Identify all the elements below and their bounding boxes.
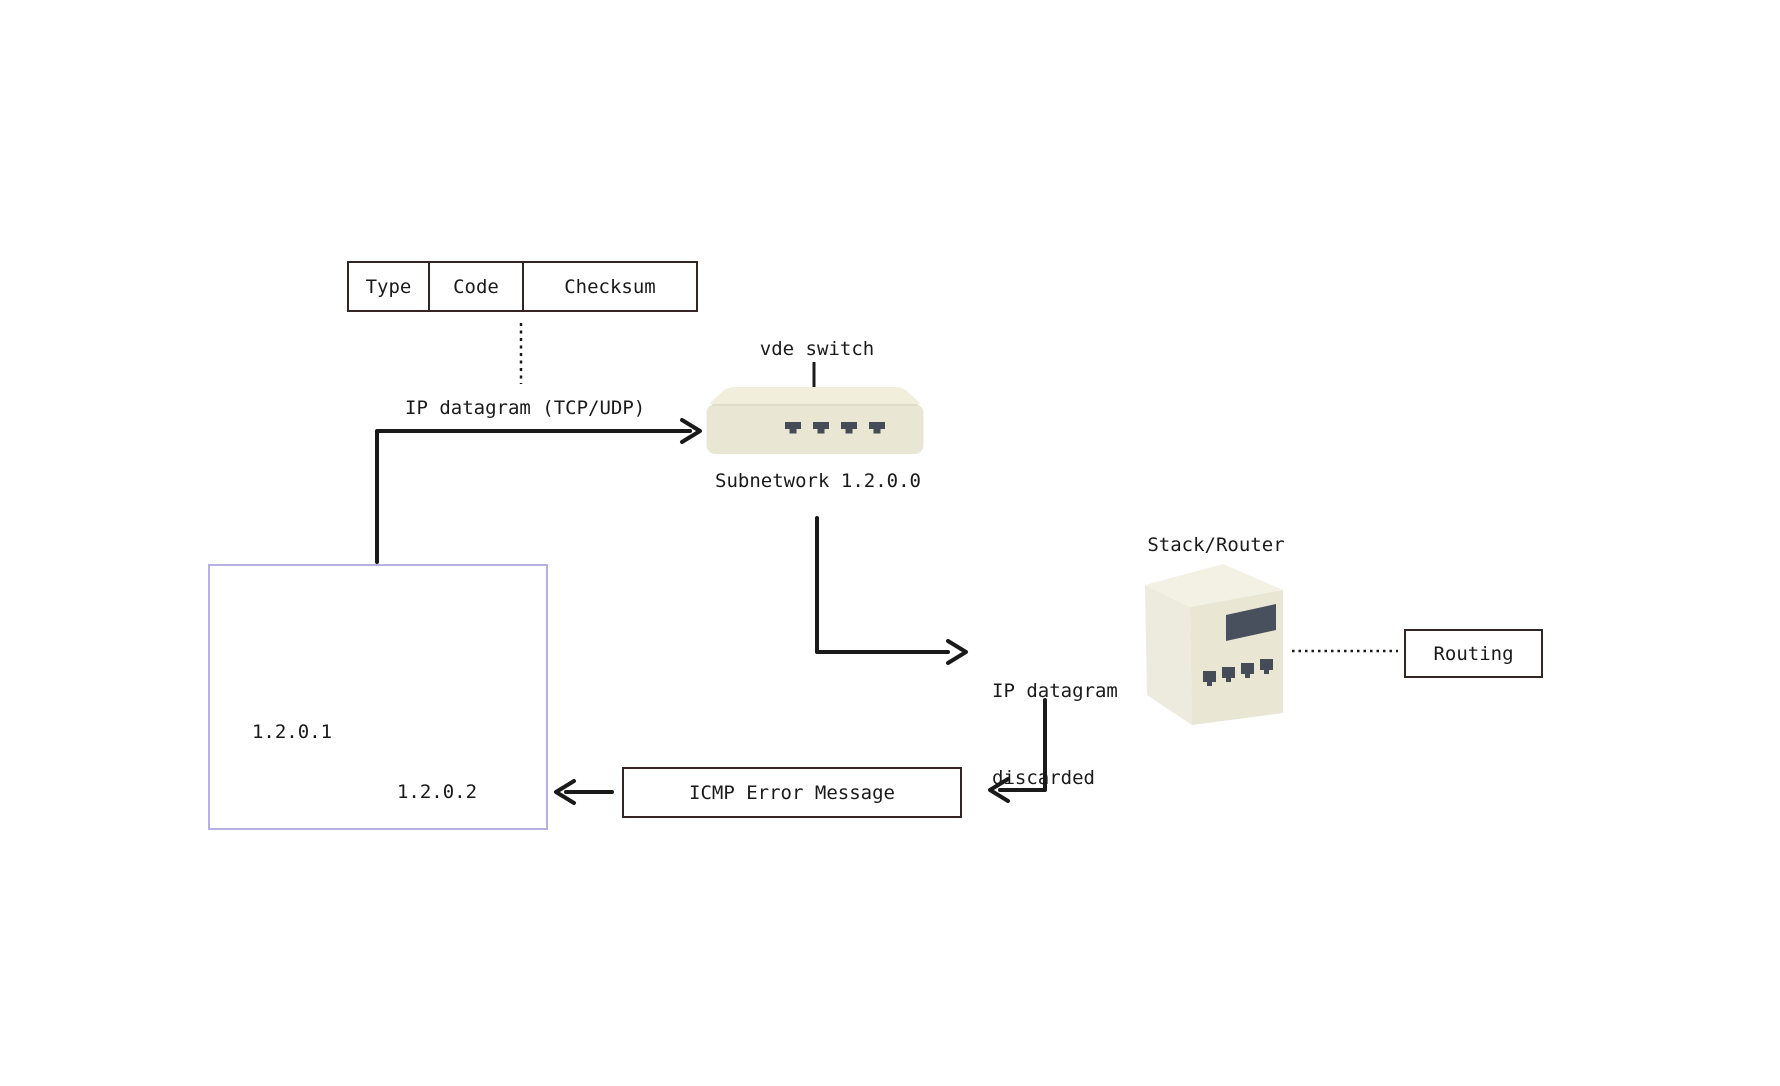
host-2-ip-label: 1.2.0.2 <box>396 781 478 803</box>
stack-router-icon <box>1145 564 1283 725</box>
arrow-icmp-to-hosts <box>554 779 614 805</box>
routing-box: Routing <box>1404 629 1543 678</box>
subnetwork-hosts-group-box <box>208 564 548 830</box>
ip-datagram-discarded-label: IP datagram discarded <box>992 619 1118 851</box>
routing-label: Routing <box>1433 642 1514 665</box>
ip-datagram-discarded-line1: IP datagram <box>992 680 1118 702</box>
arrow-hosts-to-switch <box>375 418 702 564</box>
ip-datagram-discarded-line2: discarded <box>992 767 1095 789</box>
subnetwork-label: Subnetwork 1.2.0.0 <box>715 470 921 492</box>
ip-datagram-label: IP datagram (TCP/UDP) <box>405 397 646 419</box>
vde-switch-icon <box>706 387 924 454</box>
icmp-header-table: Type Code Checksum <box>347 261 698 312</box>
arrowhead-right-icon <box>946 639 968 665</box>
stack-router-label: Stack/Router <box>1147 534 1285 556</box>
arrow-discarded-to-icmp <box>988 698 1047 803</box>
arrow-switch-to-discarded <box>815 516 968 665</box>
header-field-code: Code <box>428 263 522 310</box>
arrowhead-left-icon <box>988 777 1010 803</box>
vde-switch-label: vde switch <box>759 338 875 360</box>
header-field-checksum: Checksum <box>522 263 696 310</box>
arrowhead-left-icon <box>554 779 576 805</box>
icmp-error-message-box: ICMP Error Message <box>622 767 962 818</box>
header-field-type: Type <box>365 275 412 298</box>
arrowhead-right-icon <box>680 418 702 444</box>
host-1-ip-label: 1.2.0.1 <box>251 721 333 743</box>
icmp-error-message-label: ICMP Error Message <box>689 781 895 804</box>
